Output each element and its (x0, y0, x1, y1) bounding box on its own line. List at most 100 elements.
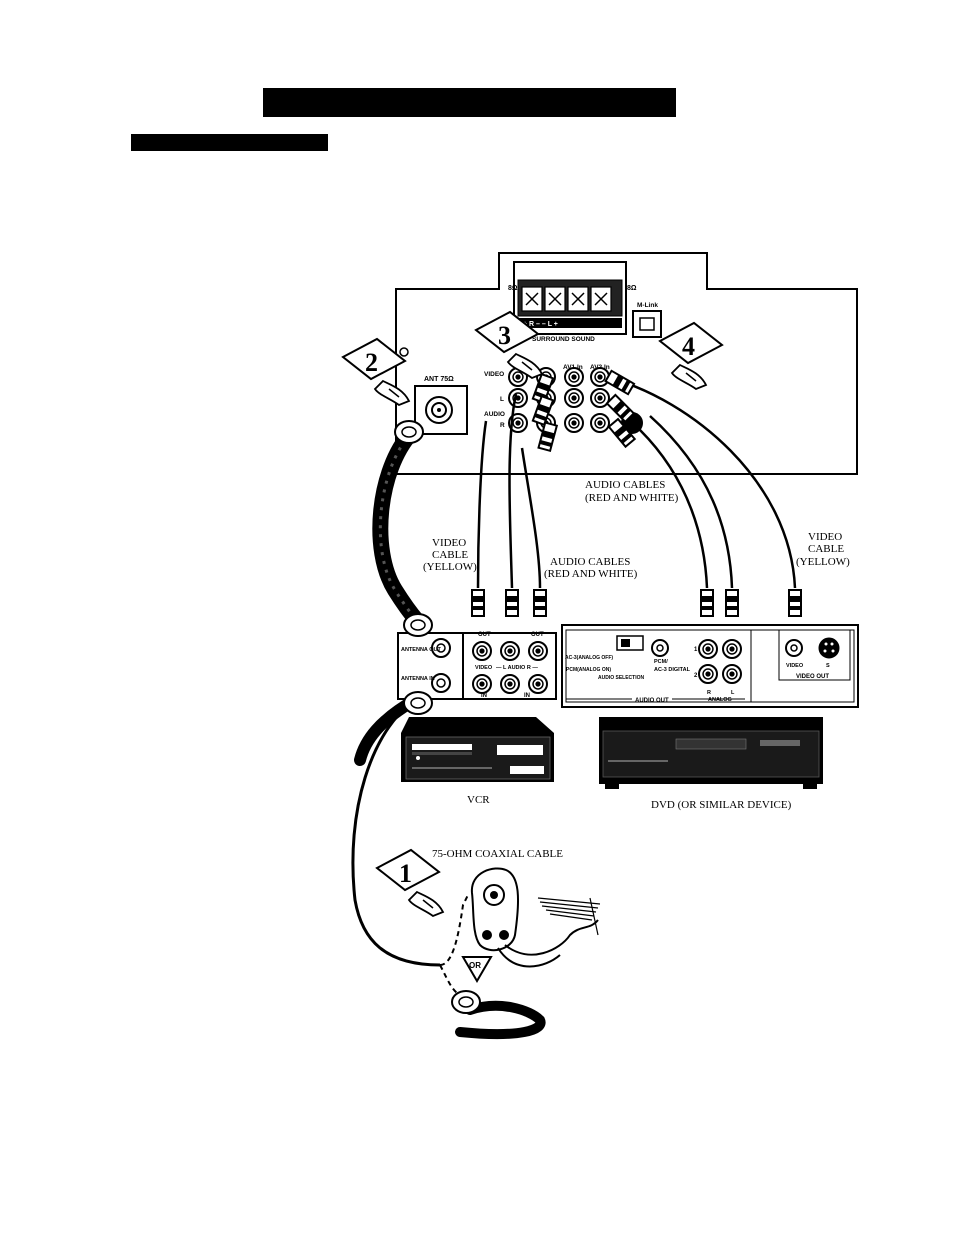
rca-plug-tv-6 (607, 417, 637, 449)
tv-back-panel (395, 252, 858, 475)
vcr-jack-2 (500, 641, 520, 661)
ant75-label: ANT 75Ω (424, 376, 454, 383)
svg-text:VIDEO: VIDEO (786, 663, 804, 669)
svg-text:S: S (826, 663, 830, 669)
vcr-av-jacks (472, 641, 548, 694)
svg-text:VIDEO: VIDEO (432, 537, 466, 549)
subtitle-bar (131, 134, 328, 151)
rca-plug-tv-5 (605, 393, 636, 424)
svg-text:VIDEO: VIDEO (808, 531, 842, 543)
svg-text:(YELLOW): (YELLOW) (423, 561, 477, 573)
svg-text:CABLE: CABLE (808, 543, 844, 555)
rca-plug-bottom-4 (700, 589, 714, 617)
video-row-label: VIDEO (484, 371, 504, 378)
svg-text:R: R (707, 690, 711, 696)
title-bar (263, 88, 676, 117)
vcr-av-cables (476, 393, 542, 589)
surround-sound-label: SURROUND SOUND (532, 336, 595, 343)
rca-plug-tv-4 (604, 369, 636, 396)
rca-plug-bottom-3 (533, 589, 547, 617)
svg-text:IN: IN (524, 693, 530, 699)
step-1-badge: 1 (375, 848, 445, 918)
svg-text:— L AUDIO R —: — L AUDIO R — (496, 665, 538, 671)
or-badge: OR (461, 956, 493, 983)
dvd-jack-3 (698, 664, 718, 684)
dvd-jack-2 (722, 639, 742, 659)
tv-jack-8 (590, 388, 610, 408)
tv-jack-4 (590, 367, 610, 387)
svg-text:ANTENNA OUT: ANTENNA OUT (401, 647, 441, 653)
tv-jack-11 (564, 413, 584, 433)
svg-text:2: 2 (365, 348, 378, 377)
svg-text:3: 3 (498, 321, 511, 350)
rca-plug-bottom-6 (788, 589, 802, 617)
svg-text:VIDEO OUT: VIDEO OUT (796, 674, 829, 680)
svg-text:(RED AND WHITE): (RED AND WHITE) (544, 568, 638, 580)
vcr-jack-1 (472, 641, 492, 661)
svg-text:1: 1 (694, 647, 698, 653)
coax-plug-vcr-in (403, 691, 433, 715)
tv-jack-7 (564, 388, 584, 408)
antenna-sketch (537, 897, 601, 936)
tv-jack-12 (590, 413, 610, 433)
step-4-badge: 4 (658, 321, 724, 391)
dvd-jack-1 (698, 639, 718, 659)
svg-text:AC-3 DIGITAL: AC-3 DIGITAL (654, 667, 691, 673)
svg-text:L: L (731, 690, 735, 696)
svg-text:OR: OR (469, 961, 481, 970)
cable-labels: AUDIO CABLES (RED AND WHITE) VIDEO CABLE… (423, 479, 850, 580)
speaker-terminals: + R – – L + (513, 261, 627, 335)
mlink-label: M-Link (637, 302, 658, 309)
svg-text:AUDIO CABLES: AUDIO CABLES (550, 556, 630, 568)
rca-plug-bottom-5 (725, 589, 739, 617)
vcr-jack-5 (500, 674, 520, 694)
coax-plug-tv (394, 420, 424, 444)
rca-plug-tv-3 (537, 421, 559, 453)
tv-jack-3 (564, 367, 584, 387)
dvd-audio-jacks (698, 639, 742, 684)
antenna-input (414, 385, 468, 435)
svg-text:OUT: OUT (531, 632, 544, 638)
svg-text:AUDIO OUT: AUDIO OUT (635, 698, 669, 704)
svg-text:AC-3(ANALOG OFF): AC-3(ANALOG OFF) (565, 655, 613, 661)
step-3-badge: 3 (474, 310, 544, 380)
rca-plug-bottom-1 (471, 589, 485, 617)
svg-text:AUDIO SELECTION: AUDIO SELECTION (598, 675, 645, 681)
svg-text:PCM/: PCM/ (654, 659, 668, 665)
svg-text:(YELLOW): (YELLOW) (796, 556, 850, 568)
panel-screw (399, 347, 409, 357)
svg-text:PCM(ANALOG ON): PCM(ANALOG ON) (566, 667, 611, 673)
dvd-front (599, 717, 823, 789)
svg-text:4: 4 (682, 332, 695, 361)
dvd-av-cables (609, 376, 797, 589)
step-2-badge: 2 (341, 337, 411, 407)
audio-row-label: AUDIO (484, 411, 505, 418)
r-row-label: R (500, 422, 505, 429)
tv-jack-5 (508, 388, 528, 408)
dvd-caption: DVD (OR SIMILAR DEVICE) (651, 799, 792, 811)
coax-caption: 75-OHM COAXIAL CABLE (432, 848, 563, 860)
vcr-jack-6 (528, 674, 548, 694)
ohm-left-label: 8Ω (508, 285, 518, 292)
vcr-jack-3 (528, 641, 548, 661)
svg-text:1: 1 (399, 859, 412, 888)
rca-plug-bottom-2 (505, 589, 519, 617)
svg-text:OUT: OUT (478, 632, 491, 638)
svg-text:AUDIO CABLES: AUDIO CABLES (585, 479, 665, 491)
l-row-label: L (500, 396, 504, 403)
svg-text:ANTENNA IN: ANTENNA IN (401, 676, 435, 682)
mlink-jack (632, 310, 662, 338)
tv-jack-9 (508, 413, 528, 433)
speaker-polarity: + R – – L + (523, 321, 558, 328)
ohm-right-label: 8Ω (627, 285, 637, 292)
svg-text:VIDEO: VIDEO (475, 665, 493, 671)
coax-loose-end (455, 1000, 546, 1040)
vcr-front (401, 717, 554, 782)
svg-text:CABLE: CABLE (432, 549, 468, 561)
vcr-caption: VCR (467, 794, 490, 806)
svg-text:IN: IN (481, 693, 487, 699)
svg-text:(RED AND WHITE): (RED AND WHITE) (585, 492, 679, 504)
rca-plug-tv-2 (531, 394, 555, 427)
svg-text:ANALOG: ANALOG (708, 697, 732, 703)
